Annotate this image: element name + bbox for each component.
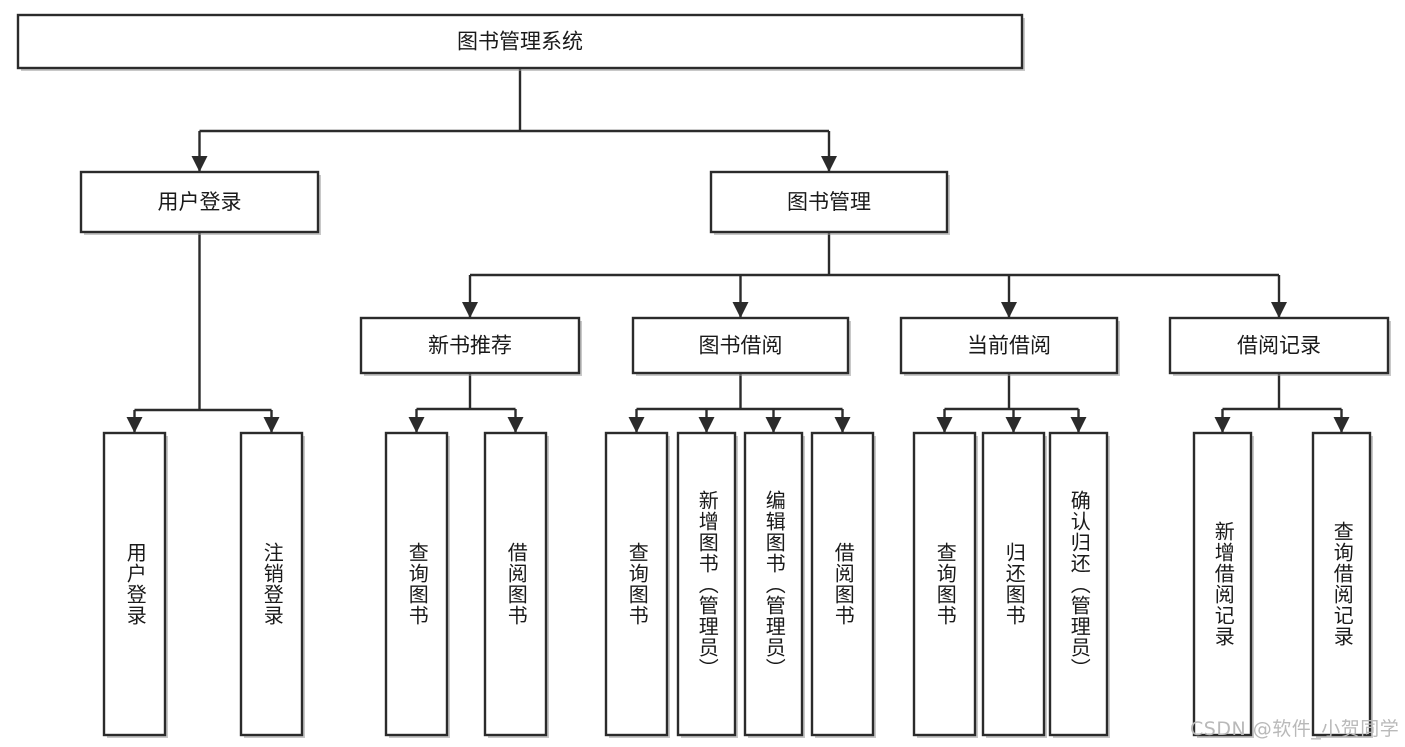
edge-arrowhead [1070, 417, 1087, 433]
node-rect[interactable] [709, 170, 949, 234]
edge-arrowhead [834, 417, 851, 433]
edge-group-book-management [462, 232, 1287, 318]
node-rect[interactable] [483, 431, 548, 737]
edge-arrowhead [936, 417, 953, 433]
edge-group-user-login [126, 232, 280, 433]
node-rect[interactable] [743, 431, 804, 737]
node-new-book-recommend[interactable]: 新书推荐 [359, 316, 582, 376]
node-rect[interactable] [676, 431, 737, 737]
node-leaf-edit-book[interactable] [743, 431, 805, 738]
node-rect[interactable] [384, 431, 449, 737]
edge-group-new-book-recommend [408, 373, 524, 433]
node-label: 图书管理系统 [457, 30, 583, 54]
node-label: 借阅记录 [1237, 334, 1321, 358]
node-rect[interactable] [912, 431, 977, 737]
node-label: 新书推荐 [428, 334, 512, 358]
node-rect[interactable] [1311, 431, 1372, 737]
node-rect[interactable] [604, 431, 669, 737]
node-label: 用户登录 [158, 190, 242, 214]
node-leaf-confirm-return[interactable] [1048, 431, 1110, 738]
edge-arrowhead [462, 302, 478, 318]
node-label: 当前借阅 [967, 334, 1051, 358]
node-rect[interactable] [1168, 316, 1390, 375]
edge-arrowhead [732, 302, 749, 318]
edges-layer [126, 68, 1350, 433]
node-rect[interactable] [899, 316, 1119, 375]
edge-arrowhead [1271, 302, 1287, 318]
node-leaf-query-borrow-record[interactable] [1311, 431, 1373, 738]
edge-arrowhead [507, 417, 524, 433]
edge-arrowhead [1333, 417, 1350, 433]
node-root[interactable]: 图书管理系统 [16, 13, 1025, 71]
node-rect[interactable] [631, 316, 850, 375]
edge-arrowhead [191, 156, 208, 172]
node-label: 图书管理 [787, 190, 871, 214]
edge-group-current-borrow [936, 373, 1087, 433]
edge-group-root [191, 68, 837, 172]
edge-arrowhead [126, 417, 143, 433]
csdn-watermark: CSDN @软件_小贺同学 [1190, 718, 1400, 740]
node-leaf-return-book[interactable] [981, 431, 1047, 738]
edge-arrowhead [1214, 417, 1231, 433]
node-leaf-query-book-borrow[interactable] [604, 431, 670, 738]
node-book-management[interactable]: 图书管理 [709, 170, 950, 235]
edge-group-book-borrow [628, 373, 851, 433]
edge-arrowhead [821, 156, 837, 172]
edge-arrowhead [408, 417, 425, 433]
node-current-borrow[interactable]: 当前借阅 [899, 316, 1120, 376]
node-leaf-borrow-book[interactable] [810, 431, 876, 738]
node-rect[interactable] [1048, 431, 1109, 737]
edge-arrowhead [1001, 302, 1017, 318]
edge-arrowhead [765, 417, 782, 433]
node-leaf-borrow-book-rec[interactable] [483, 431, 549, 738]
node-user-login[interactable]: 用户登录 [79, 170, 321, 235]
node-leaf-add-book[interactable] [676, 431, 738, 738]
edge-arrowhead [1005, 417, 1022, 433]
node-leaf-logout[interactable] [239, 431, 305, 738]
edge-arrowhead [698, 417, 715, 433]
edge-arrowhead [628, 417, 645, 433]
edge-arrowhead [263, 417, 280, 433]
node-rect[interactable] [16, 13, 1024, 70]
node-rect[interactable] [810, 431, 875, 737]
node-rect[interactable] [1192, 431, 1253, 737]
node-label: 图书借阅 [699, 334, 783, 358]
node-rect[interactable] [359, 316, 581, 375]
node-rect[interactable] [981, 431, 1046, 737]
node-leaf-query-book-rec[interactable] [384, 431, 450, 738]
node-leaf-query-book-current[interactable] [912, 431, 978, 738]
node-rect[interactable] [102, 431, 167, 737]
node-borrow-record[interactable]: 借阅记录 [1168, 316, 1391, 376]
node-rect[interactable] [79, 170, 320, 234]
node-leaf-user-login[interactable] [102, 431, 168, 738]
node-book-borrow[interactable]: 图书借阅 [631, 316, 851, 376]
edge-group-borrow-record [1214, 373, 1350, 433]
node-rect[interactable] [239, 431, 304, 737]
node-leaf-add-borrow-record[interactable] [1192, 431, 1254, 738]
